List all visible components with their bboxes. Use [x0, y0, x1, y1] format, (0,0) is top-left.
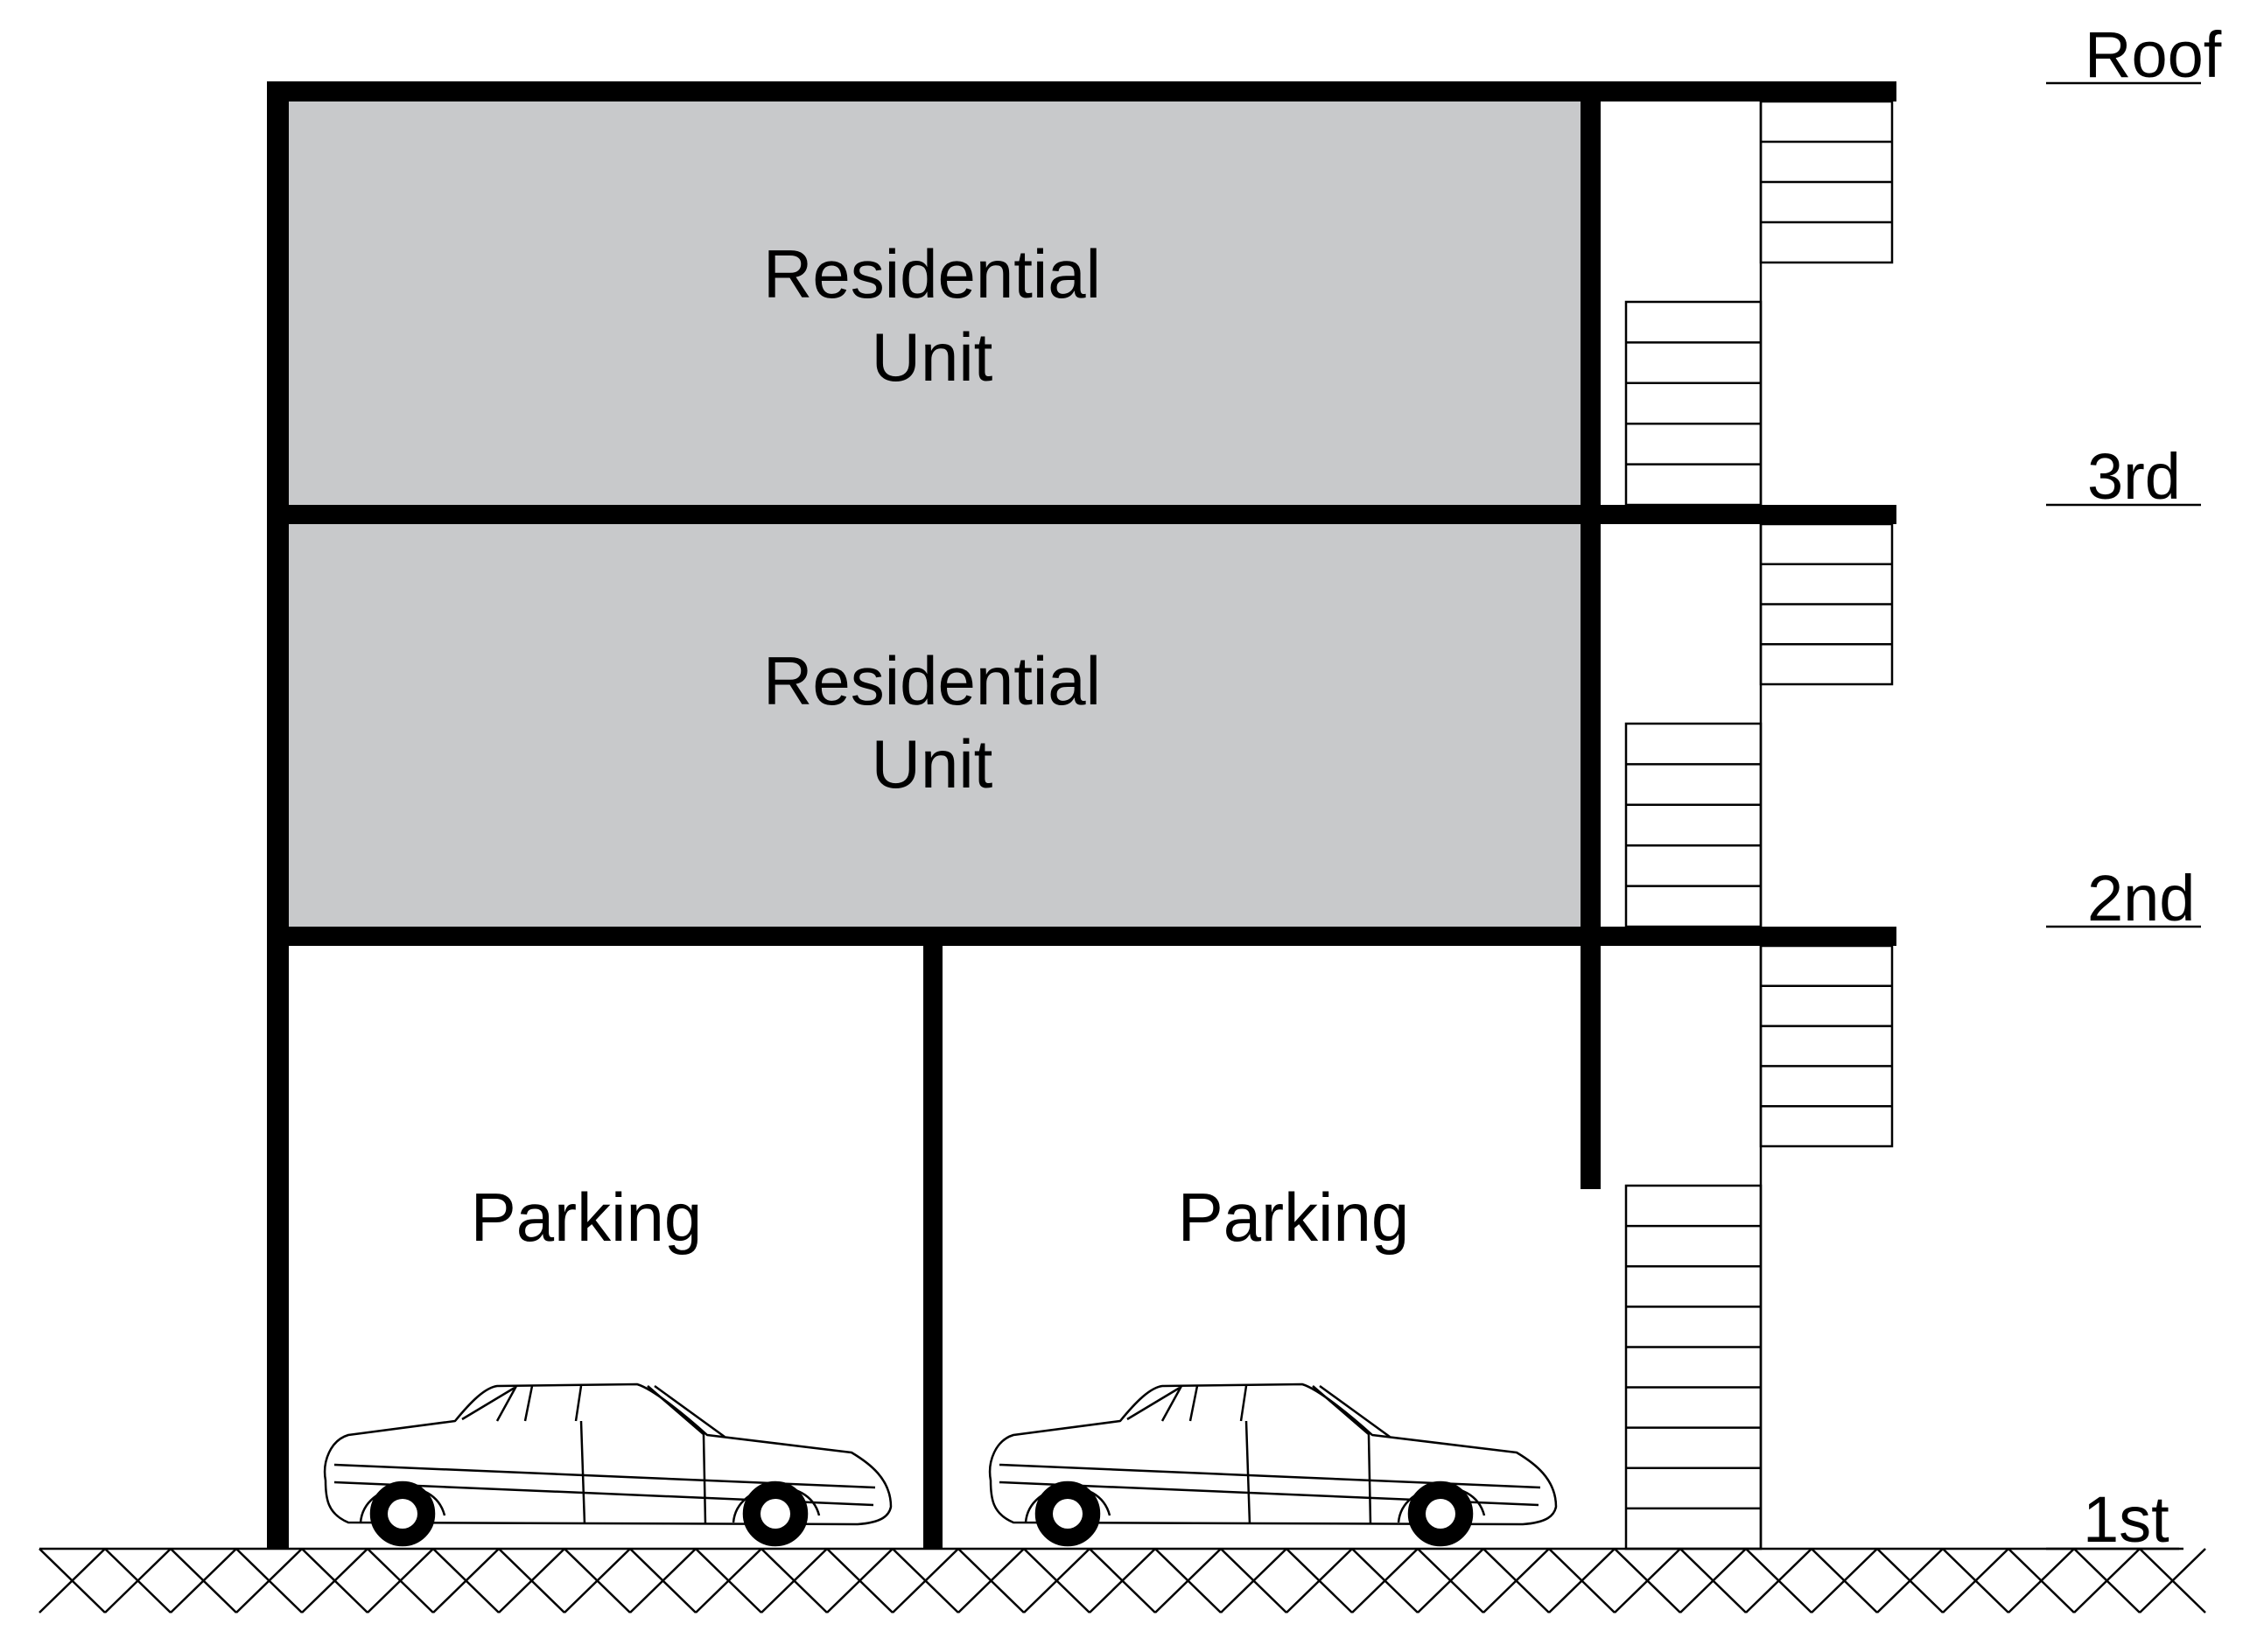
hatch-stroke [629, 1548, 697, 1614]
stair-flight [1624, 300, 1763, 507]
residential-room-middle [289, 522, 1581, 928]
hatch-stroke [1154, 1548, 1222, 1614]
hatch-stroke [432, 1548, 500, 1614]
stair-flight [1624, 1184, 1763, 1550]
stair-wall-upper [1581, 81, 1601, 946]
second-level-label: 2nd [2087, 862, 2195, 934]
middle-unit-label-line2: Unit [872, 725, 993, 802]
hatch-stroke [1220, 1548, 1287, 1614]
car-hubcap [761, 1499, 790, 1529]
hatch-stroke [367, 1548, 434, 1614]
stair-flight [1759, 944, 1894, 1148]
hatch-stroke [1548, 1548, 1616, 1614]
hatch-stroke [2073, 1548, 2141, 1614]
hatch-stroke [39, 1548, 106, 1614]
hatch-stroke [1023, 1548, 1090, 1614]
hatch-stroke [957, 1548, 1025, 1614]
hatch-stroke [498, 1548, 565, 1614]
car-icon [988, 1382, 1558, 1547]
hatch-stroke [1679, 1548, 1747, 1614]
staircase-icon [1624, 100, 1894, 1550]
parking-divider-wall [923, 927, 943, 1550]
hatch-stroke [301, 1548, 368, 1614]
stair-wall-lower [1581, 927, 1601, 1189]
hatch-stroke [235, 1548, 303, 1614]
hatch-stroke [695, 1548, 762, 1614]
hatch-stroke [1351, 1548, 1419, 1614]
ground-hatch [39, 1547, 2206, 1614]
roof-slab [267, 81, 1896, 102]
stair-flight [1624, 722, 1763, 928]
hatch-stroke [1614, 1548, 1681, 1614]
upper-unit-label-line2: Unit [872, 318, 993, 396]
hatch-stroke [1286, 1548, 1353, 1614]
second-floor-slab [267, 927, 1896, 946]
hatch-stroke [761, 1548, 828, 1614]
hatch-stroke [2008, 1548, 2075, 1614]
third-floor-slab [267, 505, 1896, 524]
structure-frame [267, 81, 1896, 1550]
first-level-label: 1st [2083, 1483, 2169, 1556]
residential-room-upper [289, 101, 1581, 505]
car-hubcap [388, 1499, 417, 1529]
hatch-stroke [1811, 1548, 1878, 1614]
hatch-stroke [2139, 1548, 2206, 1614]
hatch-stroke [1942, 1548, 2009, 1614]
hatch-stroke [826, 1548, 894, 1614]
left-exterior-wall [267, 81, 289, 1550]
hatch-stroke [1876, 1548, 1944, 1614]
hatch-stroke [564, 1548, 631, 1614]
hatch-stroke [1482, 1548, 1550, 1614]
third-level-label: 3rd [2087, 440, 2181, 513]
hatch-stroke [1745, 1548, 1812, 1614]
level-markers [2046, 81, 2201, 1550]
hatch-stroke [170, 1548, 237, 1614]
parking-left-label: Parking [471, 1179, 702, 1256]
parking-right-label: Parking [1178, 1179, 1409, 1256]
hatch-stroke [892, 1548, 959, 1614]
hatch-stroke [104, 1548, 172, 1614]
hatch-stroke [1089, 1548, 1156, 1614]
middle-unit-label-line1: Residential [763, 642, 1101, 719]
upper-unit-label-line1: Residential [763, 235, 1101, 312]
hatch-stroke [1417, 1548, 1484, 1614]
roof-level-label: Roof [2085, 18, 2222, 91]
car-icon [323, 1382, 893, 1547]
